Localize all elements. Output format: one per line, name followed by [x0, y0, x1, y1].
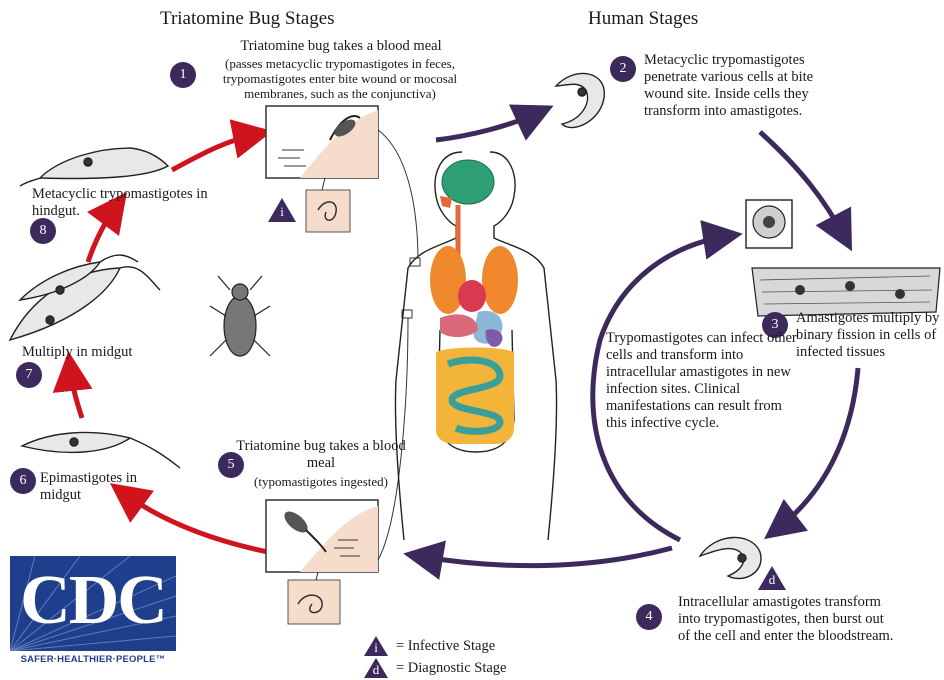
diagnostic-marker-label: d: [757, 572, 787, 588]
bite-box-1: [266, 106, 378, 178]
step-4-badge: 4: [636, 604, 662, 630]
legend-infective-symbol: i: [361, 640, 391, 656]
heart: [458, 280, 486, 312]
step-5-title: Triatomine bug takes a blood meal: [236, 438, 406, 472]
step-7-text: Multiply in midgut: [22, 344, 182, 361]
cdc-logo-text: CDC: [10, 562, 176, 640]
arrow-1-to-2: [436, 112, 540, 140]
inset-box-5: [288, 580, 340, 624]
amastigote-cell: [746, 200, 792, 248]
legend-diagnostic-label: = Diagnostic Stage: [396, 660, 506, 677]
reinfection-note: Trypomastigotes can infect other cells a…: [606, 330, 806, 432]
lung-right: [482, 246, 518, 314]
parasite-epimastigote-midgut: [22, 432, 180, 468]
step-2-text: Metacyclic trypomastigotes penetrate var…: [644, 52, 844, 120]
step-5-detail: (typomastigotes ingested): [236, 474, 406, 489]
infected-tissue: [752, 268, 940, 316]
arrow-4-to-5: [418, 548, 672, 566]
bug-stages-heading: Triatomine Bug Stages: [160, 8, 335, 30]
arrow-8-to-1: [172, 134, 258, 170]
cdc-logo: CDC SAFER·HEALTHIER·PEOPLE™: [10, 556, 176, 668]
parasite-metacyclic-hindgut: [20, 148, 168, 186]
step-4-text: Intracellular amastigotes transform into…: [678, 594, 898, 645]
liver: [440, 314, 478, 337]
step-1-detail: (passes metacyclic trypomastigotes in fe…: [200, 56, 480, 101]
step-1-title: Triatomine bug takes a blood meal: [206, 38, 476, 55]
parasite-trypomastigote-blood: [700, 537, 761, 578]
step-6-text: Epimastigotes in midgut: [40, 470, 150, 504]
human-body: [395, 152, 556, 540]
human-stages-heading: Human Stages: [588, 8, 698, 30]
bite-box-5: [266, 500, 378, 572]
infective-marker-label: i: [267, 204, 297, 220]
step-8-badge: 8: [30, 218, 56, 244]
step-1-badge: 1: [170, 62, 196, 88]
step-6-badge: 6: [10, 468, 36, 494]
legend-diagnostic-symbol: d: [361, 662, 391, 678]
step-7-badge: 7: [16, 362, 42, 388]
legend-infective-label: = Infective Stage: [396, 638, 495, 655]
parasite-multiply-midgut: [10, 255, 160, 340]
arrow-6-to-7: [70, 366, 82, 418]
step-3-text: Amastigotes multiply by binary fission i…: [796, 310, 942, 361]
parasite-metacyclic-trypo-human: [556, 74, 604, 128]
step-8-text: Metacyclic trypomastigotes in hindgut.: [32, 186, 232, 220]
bug-icon: [210, 276, 270, 356]
nasal-cavity: [440, 196, 452, 208]
brain: [442, 160, 494, 204]
step-2-badge: 2: [610, 56, 636, 82]
inset-box-1: [306, 190, 350, 232]
cdc-logo-tagline: SAFER·HEALTHIER·PEOPLE™: [10, 651, 176, 668]
